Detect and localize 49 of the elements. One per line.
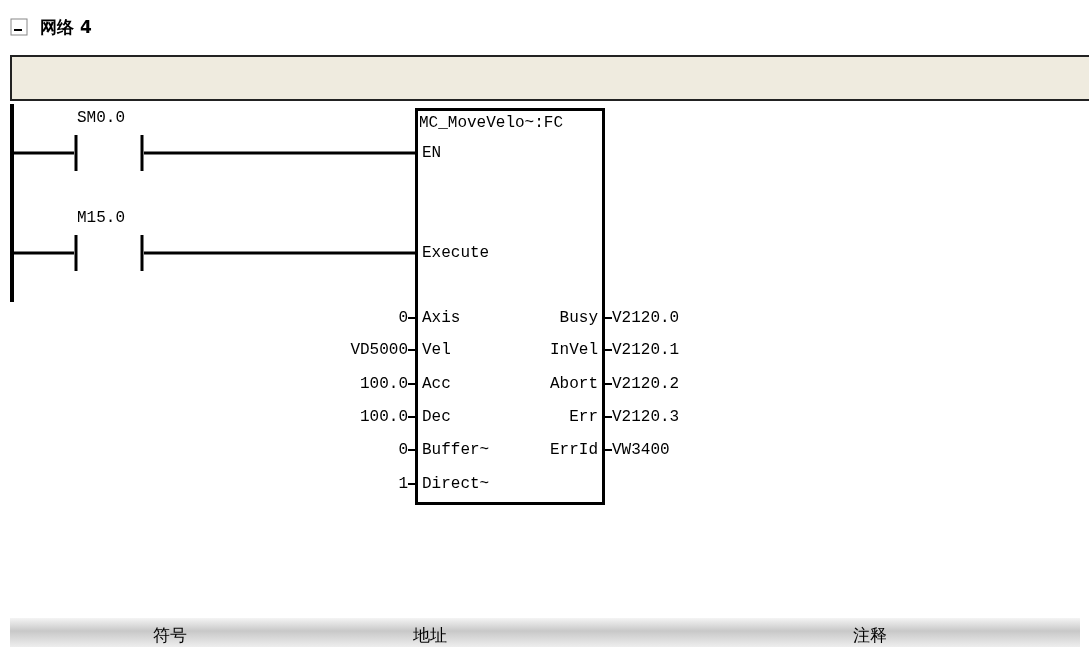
parameter-value: 100.0 (360, 408, 408, 426)
parameter-value: V2120.0 (612, 309, 680, 327)
pin-label: Busy (559, 309, 598, 327)
pin-label: Execute (422, 244, 490, 262)
parameter-value: 100.0 (360, 375, 408, 393)
column-header: 符号 (153, 624, 187, 647)
wire (604, 383, 613, 385)
parameter-value: 1 (398, 475, 408, 493)
wire (14, 251, 74, 255)
wire (407, 449, 416, 451)
wire (604, 449, 613, 451)
column-header: 地址 (413, 624, 447, 647)
pin-label: Abort (550, 375, 598, 393)
pin-label: Err (569, 408, 598, 426)
parameter-value: V2120.3 (612, 408, 680, 426)
wire (14, 151, 74, 155)
pin-label: ErrId (550, 441, 598, 459)
parameter-value: VD5000 (350, 341, 408, 359)
parameter-value: 0 (398, 441, 408, 459)
power-rail (10, 104, 14, 302)
wire (407, 383, 416, 385)
network-title: 网络 4 (40, 16, 92, 39)
pin-label: Acc (422, 375, 451, 393)
pin-label: InVel (550, 341, 598, 359)
pin-label: Dec (422, 408, 451, 426)
parameter-value: V2120.1 (612, 341, 680, 359)
wire (144, 151, 415, 155)
wire (407, 483, 416, 485)
wire (407, 416, 416, 418)
wire (407, 349, 416, 351)
pin-label: Axis (422, 309, 461, 327)
function-block (415, 108, 605, 505)
parameter-value: V2120.2 (612, 375, 680, 393)
comment-bar (10, 55, 1089, 101)
pin-label: Direct~ (422, 475, 490, 493)
block-title: MC_MoveVelo~:FC (419, 114, 564, 132)
wire (604, 317, 613, 319)
contact-label: M15.0 (77, 209, 125, 227)
pin-label: Buffer~ (422, 441, 490, 459)
pin-label: EN (422, 144, 442, 162)
wire (604, 416, 613, 418)
wire (604, 349, 613, 351)
column-header: 注释 (853, 624, 887, 647)
pin-label: Vel (422, 341, 451, 359)
wire (407, 317, 416, 319)
wire (144, 251, 415, 255)
parameter-value: VW3400 (612, 441, 670, 459)
parameter-value: 0 (398, 309, 408, 327)
contact-label: SM0.0 (77, 109, 125, 127)
